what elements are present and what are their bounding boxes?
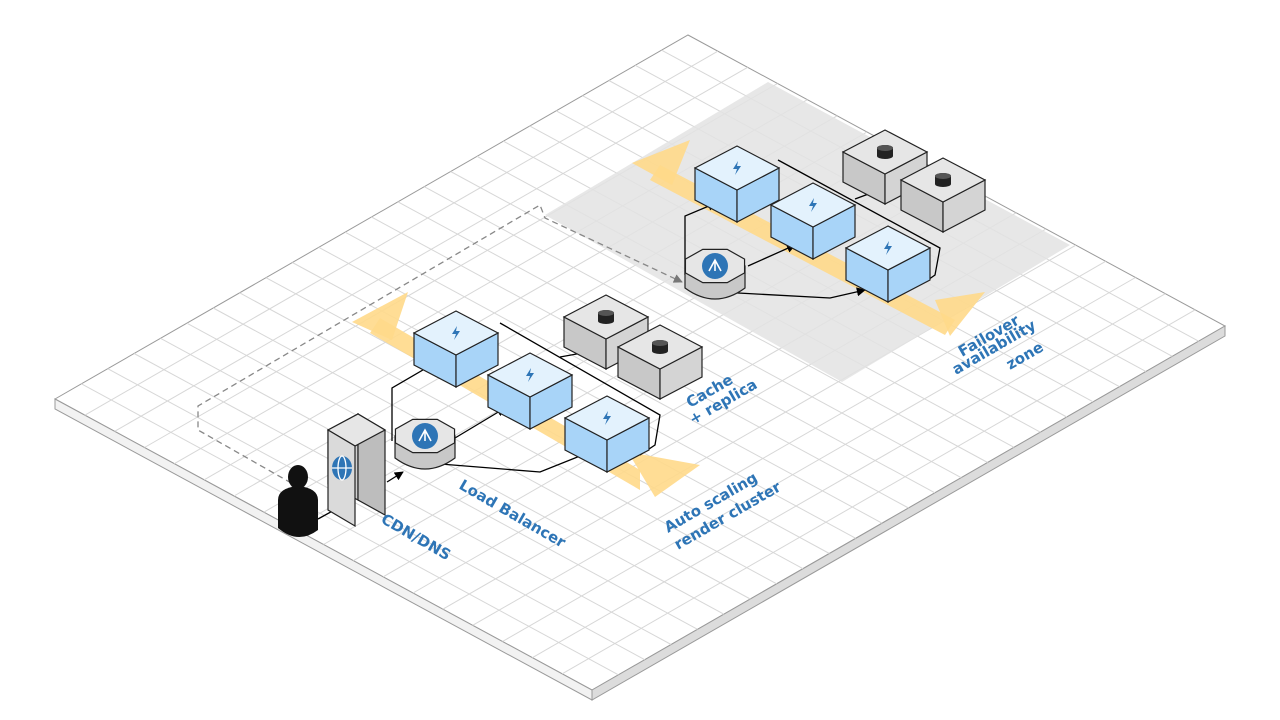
link-flb-server-1 <box>684 201 717 275</box>
render-server-1 <box>412 310 500 388</box>
database-icon <box>598 310 614 324</box>
cdn-dns-node <box>326 412 387 528</box>
lightning-icon <box>526 368 534 382</box>
load-balancer <box>394 418 456 470</box>
cache-node-failover-replica <box>899 157 987 233</box>
link-lb-server-2 <box>454 407 506 439</box>
lightning-icon <box>733 161 741 175</box>
load-balancer-failover <box>684 248 746 300</box>
database-icon <box>935 173 951 187</box>
load-balancer-icon <box>412 423 438 449</box>
database-icon <box>652 340 668 354</box>
cache-node-primary <box>562 294 650 370</box>
render-server-2 <box>486 352 574 430</box>
lightning-icon <box>603 411 611 425</box>
cache-node-failover-primary <box>841 129 929 205</box>
link-flb-server-2 <box>747 244 796 267</box>
link-flb-server-3 <box>719 287 866 299</box>
database-icon <box>877 145 893 159</box>
globe-icon <box>332 455 352 481</box>
cache-node-replica <box>616 324 704 400</box>
link-lb-server-3 <box>427 450 591 473</box>
load-balancer-icon <box>702 253 728 279</box>
components <box>278 129 987 538</box>
render-server-3 <box>563 395 651 473</box>
lightning-icon <box>809 198 817 212</box>
link-cdn-lb <box>386 471 404 483</box>
user-client <box>278 465 318 538</box>
lightning-icon <box>884 241 892 255</box>
render-server-failover-2 <box>769 182 857 260</box>
render-server-failover-1 <box>693 145 781 223</box>
render-server-failover-3 <box>844 225 932 303</box>
lightning-icon <box>452 326 460 340</box>
user-icon <box>278 465 318 538</box>
